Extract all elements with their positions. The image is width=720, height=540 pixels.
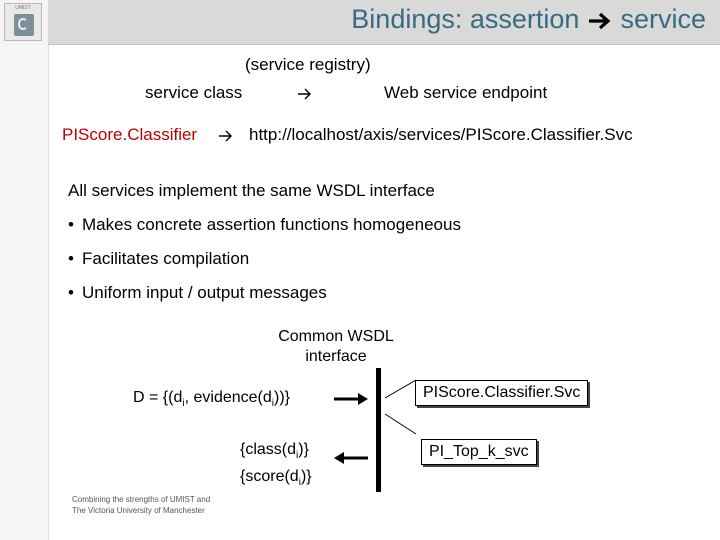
service-box-top-k: PI_Top_k_svc <box>421 439 537 465</box>
footer-line-2: The Victoria University of Manchester <box>72 506 205 515</box>
bullet-dot-icon: • <box>68 249 74 268</box>
slide-title: Bindings: assertion service <box>351 4 706 35</box>
logo-emblem-icon <box>14 14 34 36</box>
interface-label: Common WSDL interface <box>278 328 394 365</box>
registry-label: (service registry) <box>245 55 371 74</box>
example-url: http://localhost/axis/services/PIScore.C… <box>249 125 633 144</box>
bullet-text: Facilitates compilation <box>82 249 250 268</box>
example-class: PIScore.Classifier <box>62 125 198 144</box>
arrow-right-icon <box>219 130 232 142</box>
arrow-right-icon <box>298 88 311 100</box>
output-arrow-icon <box>334 452 368 464</box>
input-arrow-icon <box>334 393 368 405</box>
left-strip: UMIST <box>0 0 49 540</box>
footer-text: Combining the strengths of UMIST and The… <box>72 494 232 516</box>
bullet-text: Uniform input / output messages <box>82 283 327 302</box>
footer-line-1: Combining the strengths of UMIST and <box>72 495 211 504</box>
title-left: Bindings: assertion <box>351 4 580 34</box>
umist-logo: UMIST <box>4 3 42 41</box>
bullet-dot-icon: • <box>68 215 74 234</box>
service-class-label: service class <box>145 83 243 102</box>
bullet-item: • Facilitates compilation <box>68 249 249 269</box>
connector-lines <box>384 379 417 435</box>
endpoint-label: Web service endpoint <box>384 83 548 102</box>
bullet-item: • Makes concrete assertion functions homo… <box>68 215 461 235</box>
bullet-dot-icon: • <box>68 283 74 302</box>
intro-text: All services implement the same WSDL int… <box>68 181 435 200</box>
bullet-item: • Uniform input / output messages <box>68 283 327 303</box>
interface-bar <box>376 368 381 492</box>
title-bar: Bindings: assertion service <box>48 0 720 45</box>
input-set: D = {(di, evidence(di))} <box>133 389 290 410</box>
output-class: {class(di)} <box>240 441 309 462</box>
title-right: service <box>620 4 706 34</box>
logo-caption: UMIST <box>15 5 31 11</box>
bullet-text: Makes concrete assertion functions homog… <box>82 215 461 234</box>
arrow-right-icon <box>588 12 611 30</box>
output-set: {class(di)} {score(di)} <box>240 439 312 493</box>
output-score: {score(di)} <box>240 468 312 489</box>
service-box-classifier: PIScore.Classifier.Svc <box>415 380 589 406</box>
